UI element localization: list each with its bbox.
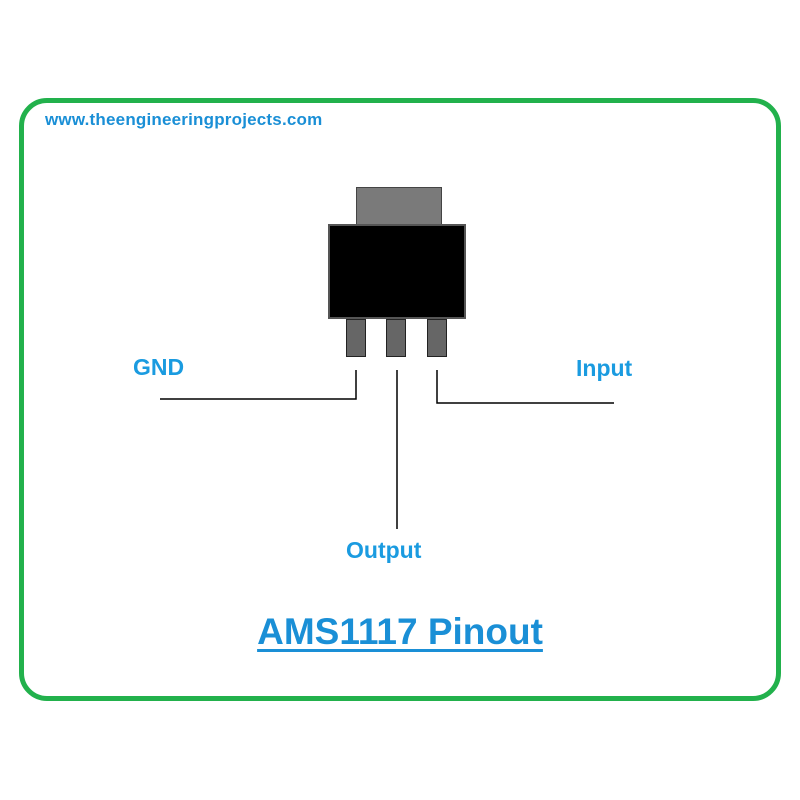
diagram-title: AMS1117 Pinout: [257, 611, 543, 652]
package-body: [328, 224, 466, 319]
gnd-label: GND: [133, 354, 185, 380]
input-label: Input: [576, 355, 633, 381]
watermark-url: www.theengineeringprojects.com: [45, 110, 323, 129]
pin-input: [427, 319, 447, 357]
output-label: Output: [346, 537, 422, 563]
pin-output: [386, 319, 406, 357]
package-tab: [356, 187, 442, 225]
pin-gnd: [346, 319, 366, 357]
